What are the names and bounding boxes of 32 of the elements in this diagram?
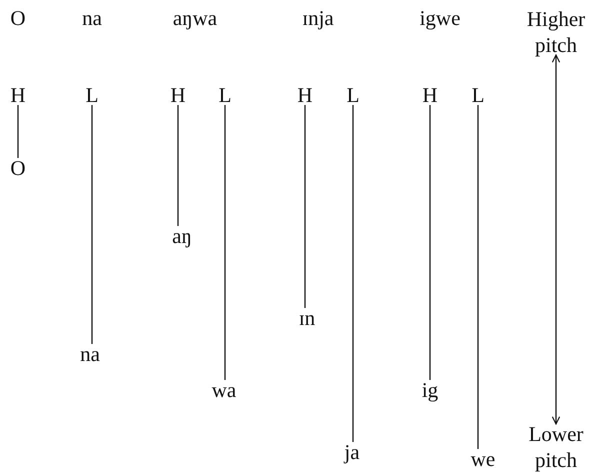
word-label: O — [10, 5, 26, 31]
node-text: Higher pitch — [526, 6, 586, 58]
association-line — [352, 105, 354, 442]
word-label: aŋwa — [172, 5, 218, 31]
association-line — [17, 105, 19, 158]
word-label: ɪnja — [302, 5, 334, 31]
node-text: ɪn — [298, 305, 316, 331]
association-line — [429, 105, 431, 380]
association-line — [477, 105, 479, 449]
node-text: H — [297, 82, 313, 108]
node-text: wa — [212, 377, 236, 403]
node-text: na — [80, 341, 100, 367]
word-label: igwe — [420, 5, 460, 31]
association-line — [304, 105, 306, 308]
node-text: L — [218, 82, 232, 108]
node-text: we — [470, 446, 496, 472]
node-text: L — [472, 82, 484, 108]
node-text: Lower pitch — [528, 421, 584, 473]
word-label: na — [82, 5, 102, 31]
node-text: H — [10, 82, 26, 108]
node-text: O — [10, 155, 26, 181]
association-line — [177, 105, 179, 226]
node-text: H — [422, 82, 438, 108]
node-text: ig — [422, 377, 438, 403]
node-text: aŋ — [172, 223, 192, 249]
association-line — [224, 105, 226, 380]
pitch-arrow — [552, 54, 560, 425]
node-text: ja — [344, 439, 360, 465]
node-text: L — [86, 82, 98, 108]
node-text: L — [346, 82, 360, 108]
node-text: H — [170, 82, 186, 108]
association-line — [91, 105, 93, 344]
